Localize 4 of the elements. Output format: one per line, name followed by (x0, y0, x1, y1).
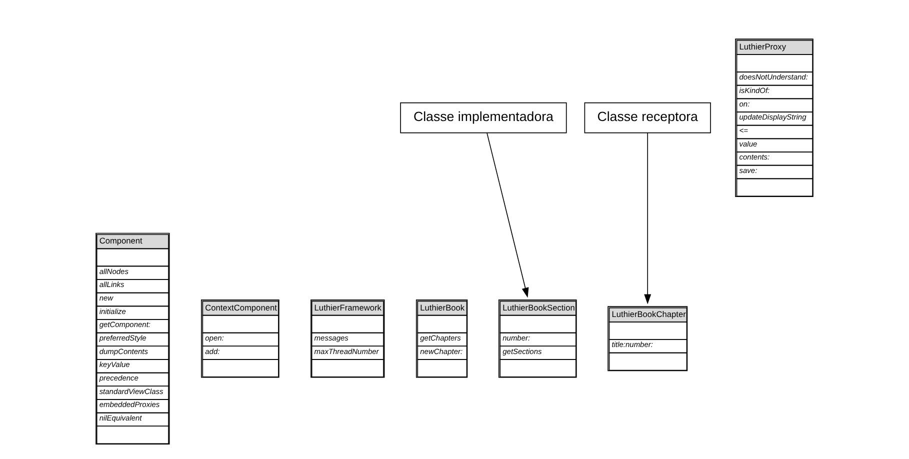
node-box: Classe implementadora (400, 102, 567, 134)
arrow (644, 132, 652, 304)
node-box: Classe receptora (584, 102, 711, 134)
arrow (486, 132, 529, 298)
